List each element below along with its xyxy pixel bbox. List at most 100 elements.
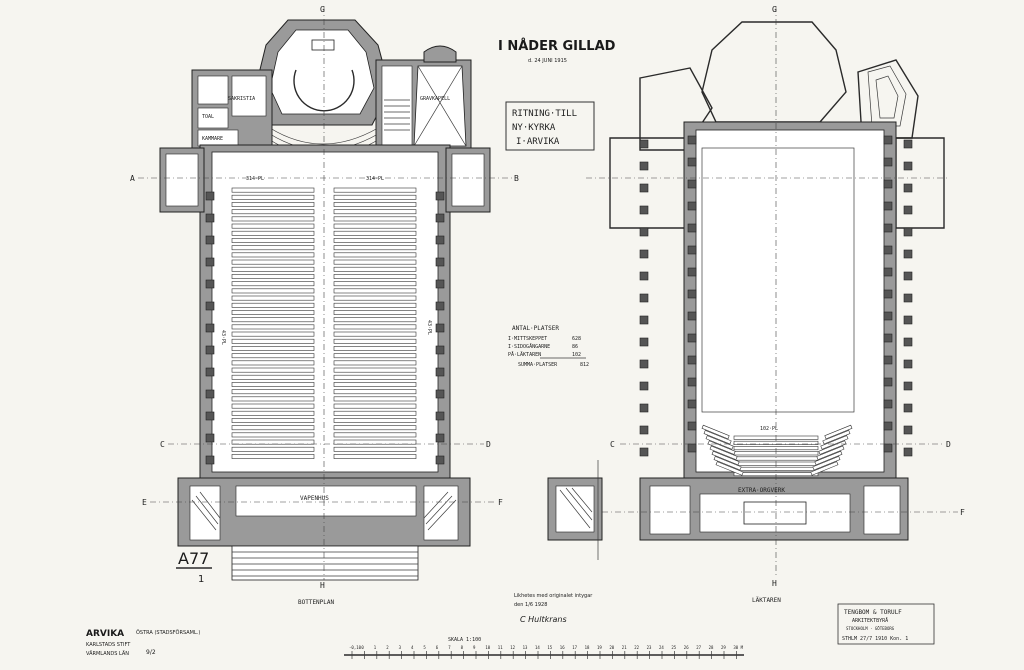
- pier: [687, 399, 697, 409]
- pier: [903, 337, 913, 347]
- pier: [903, 205, 913, 215]
- scale-tick-label: 13: [523, 645, 528, 650]
- pew: [820, 435, 849, 450]
- aisle-label-right: 43·PL: [426, 320, 432, 335]
- scale-tick-label: 1: [374, 645, 377, 650]
- pew: [231, 230, 315, 236]
- pier: [205, 345, 215, 355]
- scale-tick-label: 25: [671, 645, 676, 650]
- pew: [231, 389, 315, 395]
- pew: [333, 403, 417, 409]
- pier: [883, 443, 893, 453]
- gallery-seat-label: 102·PL: [760, 426, 778, 432]
- aisle-label-left: 43·PL: [220, 330, 226, 345]
- pier: [205, 433, 215, 443]
- seat-row-value-0: 628: [572, 336, 581, 342]
- archive-number-sub: 1: [198, 574, 204, 585]
- pew: [333, 187, 417, 193]
- room-label-small2: KAMMARE: [202, 136, 223, 142]
- pier: [205, 323, 215, 333]
- pier: [435, 191, 445, 201]
- pew: [231, 374, 315, 380]
- scale-tick-label: 8: [461, 645, 464, 650]
- room-label-sakristia: SAKRISTIA: [228, 96, 255, 102]
- pew: [231, 396, 315, 402]
- pew: [713, 456, 742, 471]
- architect-title: ARKITEKTBYRÅ: [852, 617, 888, 624]
- pier: [435, 301, 445, 311]
- room-label-vapenhus: VAPENHUS: [300, 495, 329, 502]
- pier: [205, 235, 215, 245]
- pew: [333, 288, 417, 294]
- pier: [435, 323, 445, 333]
- axis-label-c-left: C: [160, 440, 165, 449]
- pew: [333, 194, 417, 200]
- pier: [205, 279, 215, 289]
- pier: [687, 355, 697, 365]
- pew: [333, 396, 417, 402]
- pier: [639, 227, 649, 237]
- pew: [231, 194, 315, 200]
- archive-number-main: A77: [178, 549, 209, 568]
- pew: [814, 450, 843, 466]
- pier: [903, 293, 913, 303]
- pew: [231, 367, 315, 373]
- pier: [639, 337, 649, 347]
- seat-row-value-3: 812: [580, 362, 589, 368]
- pew: [231, 446, 315, 452]
- pier: [435, 411, 445, 421]
- pier: [883, 355, 893, 365]
- pew: [333, 425, 417, 431]
- pier: [205, 301, 215, 311]
- pier: [687, 377, 697, 387]
- pew: [231, 238, 315, 243]
- pew: [333, 266, 417, 272]
- pier: [687, 333, 697, 343]
- seat-row-label-2: PÅ·LÄKTAREN: [508, 351, 541, 358]
- pew: [703, 430, 732, 445]
- pew: [812, 456, 841, 471]
- pier: [639, 447, 649, 457]
- pier: [687, 223, 697, 233]
- pier: [435, 455, 445, 465]
- pew: [231, 274, 315, 279]
- pew: [333, 324, 417, 330]
- pew: [231, 403, 315, 409]
- pier: [435, 367, 445, 377]
- pew: [231, 310, 315, 315]
- pier: [883, 421, 893, 431]
- seat-count-table: ANTAL·PLATSER I·MITTSKEPPET 628 I·SIDOGÅ…: [508, 325, 589, 368]
- pier: [687, 421, 697, 431]
- plan-title-gallery: LÄKTAREN: [752, 597, 781, 604]
- pier: [903, 139, 913, 149]
- pier: [883, 179, 893, 189]
- pew: [231, 331, 315, 337]
- pier: [205, 213, 215, 223]
- scale-tick-label: 2: [386, 645, 389, 650]
- pew: [333, 281, 417, 287]
- scale-tick-label: 9: [473, 645, 476, 650]
- location-stift: KARLSTADS STIFT: [86, 642, 131, 648]
- pier: [883, 201, 893, 211]
- scale-tick-label: 12: [510, 645, 515, 650]
- location-qualifier: ÖSTRA (STADSFÖRSAML.): [136, 629, 200, 636]
- pier: [883, 399, 893, 409]
- pew: [333, 202, 417, 207]
- scale-tick-label: 22: [634, 645, 639, 650]
- pier: [205, 191, 215, 201]
- axis-label-h-left: H: [320, 581, 325, 590]
- pier: [903, 183, 913, 193]
- title-line-3: I·ARVIKA: [516, 137, 560, 147]
- scale-tick-label: 19: [597, 645, 602, 650]
- pew: [333, 360, 417, 366]
- pier: [639, 425, 649, 435]
- scale-tick-label: 15: [547, 645, 552, 650]
- pew: [231, 353, 315, 359]
- pew: [231, 216, 315, 222]
- pier: [687, 443, 697, 453]
- pier: [883, 289, 893, 299]
- plan-title-ground: BOTTENPLAN: [298, 599, 335, 606]
- pier: [687, 289, 697, 299]
- pier: [639, 381, 649, 391]
- certification: Likhetes med originalet intygar den 1/6 …: [514, 593, 593, 624]
